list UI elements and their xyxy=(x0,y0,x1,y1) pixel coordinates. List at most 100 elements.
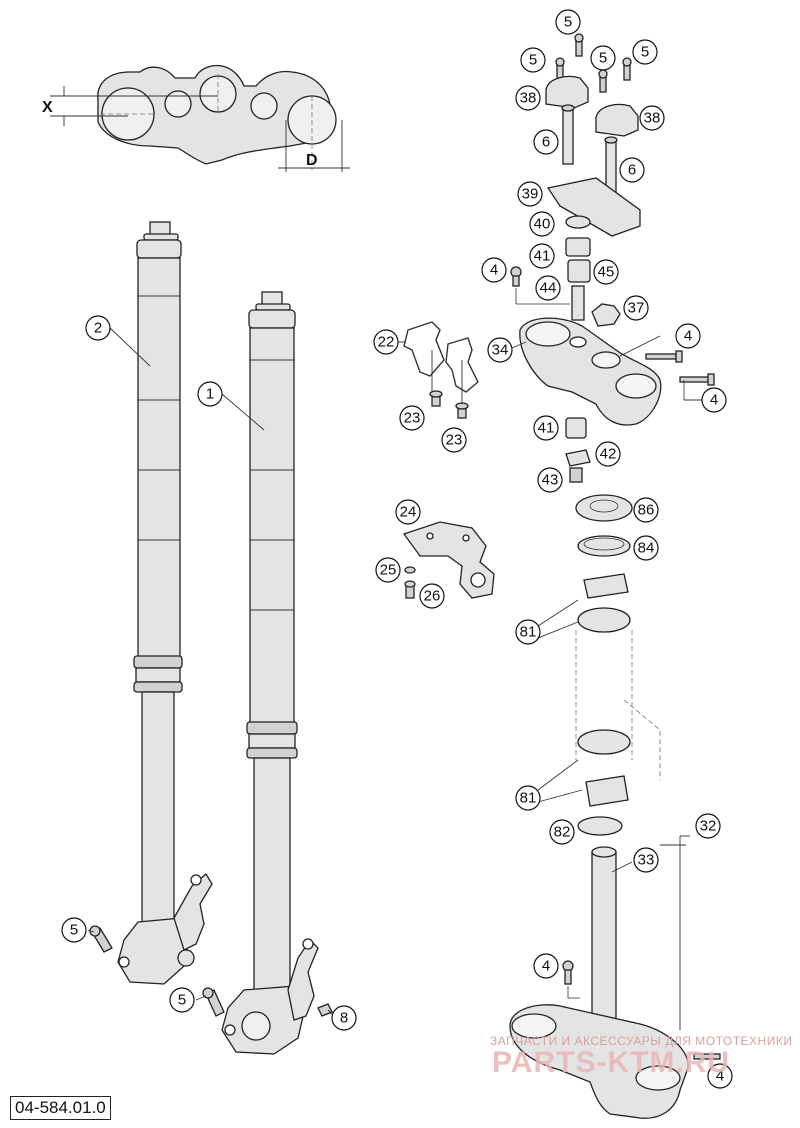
callout-42: 42 xyxy=(595,441,621,467)
diagram-code: 04-584.01.0 xyxy=(10,1096,111,1120)
callout-5-right-top: 5 xyxy=(632,39,658,65)
svg-text:6: 6 xyxy=(542,134,550,151)
svg-text:2: 2 xyxy=(94,320,102,337)
bolt-4-top xyxy=(510,266,570,305)
lower-triple-clamp-32 xyxy=(509,1004,689,1119)
svg-text:26: 26 xyxy=(424,588,441,605)
callout-38-right: 38 xyxy=(639,105,665,131)
callout-23-right: 23 xyxy=(441,427,467,453)
watermark-tagline: ЗАПЧАСТИ И АКСЕССУАРЫ ДЛЯ МОТОТЕХНИКИ xyxy=(490,1034,793,1048)
svg-text:38: 38 xyxy=(644,110,661,127)
callout-25: 25 xyxy=(375,557,401,583)
bolts-23 xyxy=(429,350,469,419)
callout-45: 45 xyxy=(593,259,619,285)
svg-text:5: 5 xyxy=(641,44,649,61)
dimension-x-label: X xyxy=(42,99,53,116)
callout-82: 82 xyxy=(549,819,575,845)
svg-text:32: 32 xyxy=(700,818,717,835)
bearing-stack xyxy=(575,494,661,836)
watermark-logo: PARTS-KTM.RU xyxy=(492,1046,731,1079)
svg-text:5: 5 xyxy=(599,50,607,67)
callout-2: 2 xyxy=(85,315,111,341)
callout-4-lower-right: 4 xyxy=(707,1063,733,1089)
callout-5-left-leg: 5 xyxy=(61,917,87,943)
svg-text:41: 41 xyxy=(534,248,551,265)
bleed-screw-8 xyxy=(317,1003,333,1017)
callout-22: 22 xyxy=(373,329,399,355)
triple-clamp-detail xyxy=(50,64,350,172)
callout-4-upper-clamp: 4 xyxy=(675,323,701,349)
svg-text:82: 82 xyxy=(554,824,571,841)
svg-text:45: 45 xyxy=(598,264,615,281)
svg-text:24: 24 xyxy=(400,504,417,521)
svg-text:86: 86 xyxy=(638,502,655,519)
svg-text:81: 81 xyxy=(520,790,537,807)
callout-1: 1 xyxy=(197,381,223,407)
callout-26: 26 xyxy=(419,583,445,609)
callout-44: 44 xyxy=(535,275,561,301)
bolt-5-left-leg xyxy=(89,925,113,953)
bolt-5-right-leg xyxy=(202,987,225,1017)
steering-stem-33 xyxy=(591,846,617,1021)
callout-38-left: 38 xyxy=(515,85,541,111)
callout-81-upper: 81 xyxy=(515,619,541,645)
callout-6-right: 6 xyxy=(619,157,645,183)
svg-text:34: 34 xyxy=(492,342,509,359)
stack-parts-40-41-45 xyxy=(565,215,591,283)
callout-41-upper: 41 xyxy=(529,243,555,269)
handlebar-clamps-38 xyxy=(545,75,639,137)
fork-leg-2 xyxy=(117,221,213,985)
dimension-d-label: D xyxy=(306,152,318,169)
svg-text:23: 23 xyxy=(404,410,421,427)
svg-text:4: 4 xyxy=(490,262,498,279)
bracket-24 xyxy=(402,521,495,599)
callout-4-top: 4 xyxy=(481,257,507,283)
leader-lines xyxy=(87,327,702,1030)
steering-nut-37 xyxy=(591,303,621,327)
svg-text:23: 23 xyxy=(446,432,463,449)
callout-8: 8 xyxy=(331,1005,357,1031)
svg-text:81: 81 xyxy=(520,624,537,641)
svg-text:4: 4 xyxy=(716,1068,724,1085)
bar-mount-39 xyxy=(546,177,641,237)
fork-leg-1 xyxy=(221,291,319,1055)
callout-41-lower: 41 xyxy=(533,415,559,441)
callout-81-lower: 81 xyxy=(515,785,541,811)
callout-5-left-top: 5 xyxy=(520,47,546,73)
svg-text:84: 84 xyxy=(638,540,655,557)
callout-5-right-leg: 5 xyxy=(169,987,195,1013)
svg-text:25: 25 xyxy=(380,562,397,579)
callout-23-left: 23 xyxy=(399,405,425,431)
svg-text:44: 44 xyxy=(540,280,557,297)
svg-text:42: 42 xyxy=(600,446,617,463)
callout-34: 34 xyxy=(487,337,513,363)
svg-text:4: 4 xyxy=(684,328,692,345)
svg-text:5: 5 xyxy=(70,922,78,939)
stack-parts-41-42-43 xyxy=(565,417,591,483)
svg-text:5: 5 xyxy=(564,14,572,31)
svg-text:8: 8 xyxy=(340,1010,348,1027)
svg-text:5: 5 xyxy=(178,992,186,1009)
svg-text:1: 1 xyxy=(206,386,214,403)
callout-33: 33 xyxy=(633,847,659,873)
svg-text:4: 4 xyxy=(710,392,718,409)
svg-text:33: 33 xyxy=(638,852,655,869)
callout-37: 37 xyxy=(623,295,649,321)
callout-39: 39 xyxy=(517,181,543,207)
callout-5-mid-top: 5 xyxy=(590,45,616,71)
callout-32: 32 xyxy=(695,813,721,839)
svg-text:37: 37 xyxy=(628,300,645,317)
svg-text:43: 43 xyxy=(542,472,559,489)
svg-text:22: 22 xyxy=(378,334,395,351)
svg-text:4: 4 xyxy=(542,958,550,975)
upper-triple-clamp-34 xyxy=(519,317,662,426)
bolts-4-upper-clamp xyxy=(645,350,715,401)
callout-4-upper-clamp-lower: 4 xyxy=(701,387,727,413)
top-bolts-5 xyxy=(555,33,632,93)
callout-24: 24 xyxy=(395,499,421,525)
callout-40: 40 xyxy=(529,211,555,237)
callout-86: 86 xyxy=(633,497,659,523)
callout-6-left: 6 xyxy=(533,129,559,155)
callout-84: 84 xyxy=(633,535,659,561)
